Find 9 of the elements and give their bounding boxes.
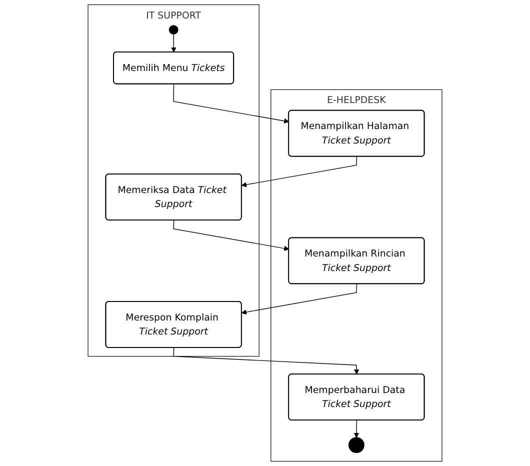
arrow bbox=[173, 220, 290, 251]
arrow bbox=[173, 347, 360, 374]
arrow bbox=[241, 284, 358, 315]
arrow bbox=[173, 84, 290, 124]
node-circle bbox=[168, 25, 178, 35]
arrow bbox=[171, 34, 176, 52]
node-circle bbox=[348, 437, 364, 454]
arrow bbox=[241, 156, 358, 188]
arrow bbox=[354, 420, 360, 438]
